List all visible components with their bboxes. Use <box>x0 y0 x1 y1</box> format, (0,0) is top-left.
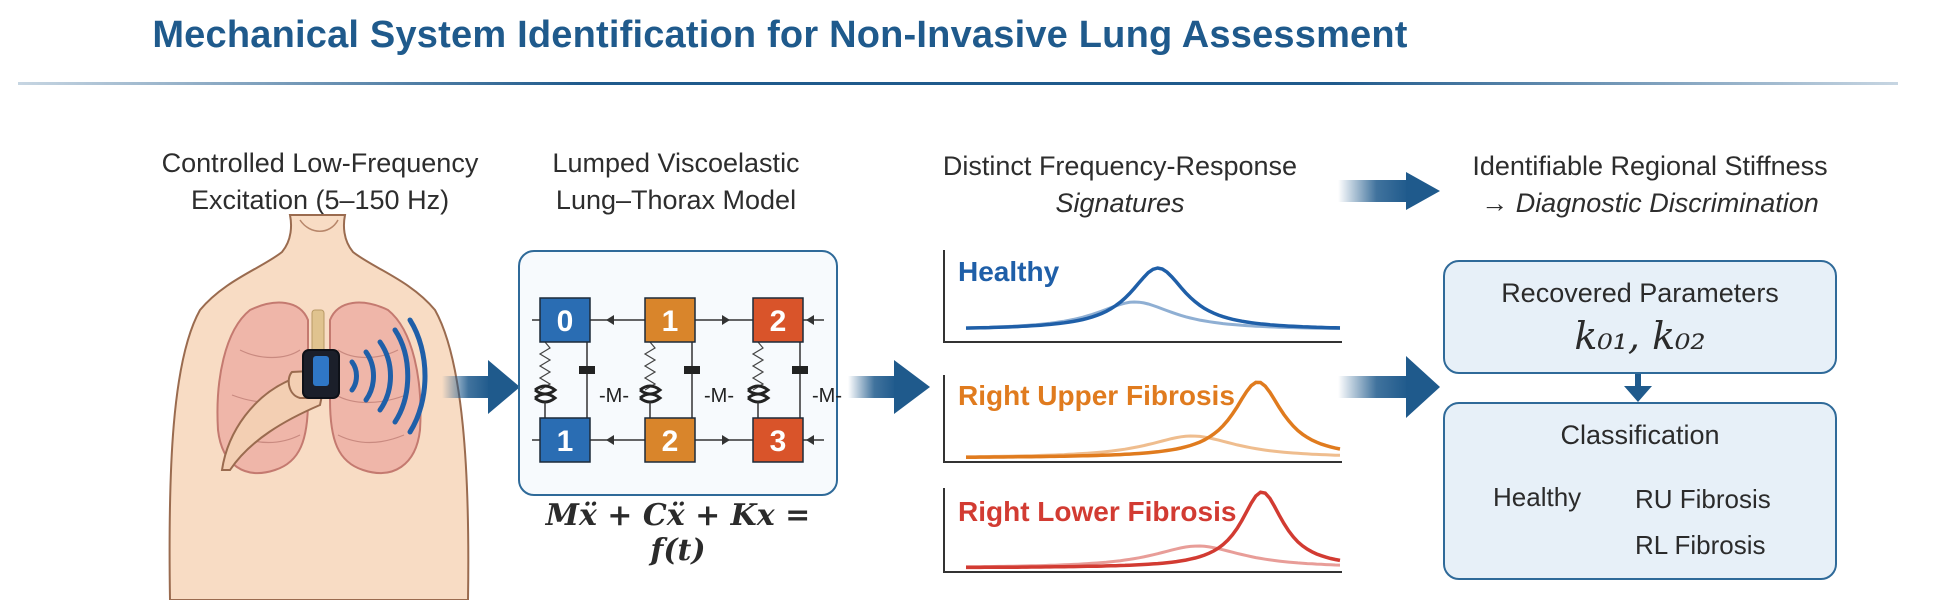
classification-box: Classification Healthy RU Fibrosis RL Fi… <box>1443 402 1837 580</box>
damper-symbol-label: -M- <box>812 385 842 407</box>
model-rail-arrowhead <box>722 435 730 445</box>
classification-title: Classification <box>1560 420 1720 450</box>
node-top-2 <box>752 297 804 343</box>
model-header-line1: Lumped Viscoelastic <box>552 148 800 178</box>
flow-arrow-top <box>1338 172 1440 210</box>
model-rail-arrowhead <box>806 315 814 325</box>
vibration-device-icon <box>302 349 340 399</box>
signatures-header-line1: Distinct Frequency-Response <box>942 151 1298 181</box>
node-top-label: 0 <box>557 305 574 338</box>
response-curves <box>965 266 1341 570</box>
down-arrow <box>1624 370 1652 402</box>
node-bottom-3 <box>752 417 804 463</box>
damper-icon <box>579 366 595 374</box>
model-rail-arrowhead <box>806 435 814 445</box>
excitation-header: Controlled Low-Frequency Excitation (5–1… <box>120 145 520 219</box>
model-rail-arrowhead <box>606 435 614 445</box>
signatures-header-line2: Signatures <box>1055 188 1185 218</box>
response-curve-primary-2 <box>966 380 1341 459</box>
coil-icon <box>534 384 558 404</box>
class-right-1: RU Fibrosis <box>1635 484 1771 514</box>
equation-of-motion: Mẍ + Cẍ + Kx = f(t) <box>545 498 811 568</box>
model-header-line2: Lung–Thorax Model <box>555 185 797 215</box>
title-divider <box>18 82 1898 85</box>
vibration-waves-icon <box>349 317 428 435</box>
spring-icon <box>751 341 765 391</box>
node-bottom-label: 2 <box>662 425 679 458</box>
excitation-header-line2: Excitation (5–150 Hz) <box>190 185 450 215</box>
excitation-header-line1: Controlled Low-Frequency <box>161 148 479 178</box>
recovered-parameters-box: Recovered Parameters k₀₁, k₀₂ <box>1443 260 1837 374</box>
damper-symbol-label: -M- <box>704 385 734 407</box>
parameters-title: Recovered Parameters <box>1501 278 1779 308</box>
parameters-values: k₀₁, k₀₂ <box>1574 314 1706 358</box>
damper-icon <box>792 366 808 374</box>
response-axes <box>943 250 1342 573</box>
response-curve-primary-3 <box>966 490 1341 570</box>
class-right-2: RL Fibrosis <box>1635 530 1766 560</box>
node-top-1 <box>644 297 696 343</box>
patient-torso-illustration <box>168 214 470 600</box>
damper-symbol-label: -M- <box>599 385 629 407</box>
signatures-header: Distinct Frequency-Response Signatures <box>900 148 1340 222</box>
coil-icon <box>747 384 771 404</box>
class-left-1: Healthy <box>1493 482 1582 512</box>
coil-icon <box>639 384 663 404</box>
curve-label-right-upper: Right Upper Fibrosis <box>958 380 1235 411</box>
damper-icon <box>684 366 700 374</box>
stiffness-header-line2: → Diagnostic Discrimination <box>1481 188 1819 218</box>
model-rail-arrowhead <box>722 315 730 325</box>
lumped-model-diagram: -M- 0 1 -M- 1 2 -M- 2 3 <box>532 297 842 463</box>
curve-label-healthy: Healthy <box>958 256 1060 287</box>
model-header: Lumped Viscoelastic Lung–Thorax Model <box>496 145 856 219</box>
stiffness-header: Identifiable Regional Stiffness → Diagno… <box>1440 148 1860 222</box>
stiffness-header-line1: Identifiable Regional Stiffness <box>1472 151 1828 181</box>
node-top-label: 1 <box>662 305 679 338</box>
flow-arrow-1 <box>442 360 520 414</box>
curve-label-right-lower: Right Lower Fibrosis <box>958 496 1237 527</box>
node-top-0 <box>539 297 591 343</box>
spring-icon <box>538 341 552 391</box>
node-top-label: 2 <box>770 305 787 338</box>
node-bottom-2 <box>644 417 696 463</box>
flow-arrow-2 <box>848 360 930 414</box>
node-bottom-1 <box>539 417 591 463</box>
right-lung-icon <box>329 301 422 475</box>
model-rail-arrowhead <box>606 315 614 325</box>
spring-icon <box>643 341 657 391</box>
node-bottom-label: 3 <box>770 425 787 458</box>
flow-arrow-3 <box>1338 356 1440 418</box>
diagram-title: Mechanical System Identification for Non… <box>152 14 1408 56</box>
node-bottom-label: 1 <box>557 425 574 458</box>
response-curve-primary-1 <box>965 266 1341 330</box>
